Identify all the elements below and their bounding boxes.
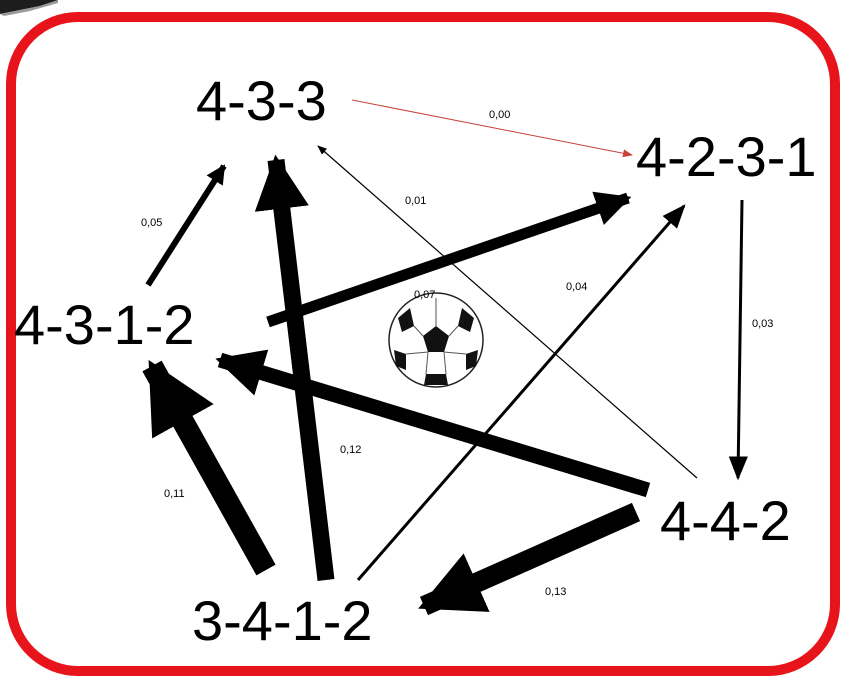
node-4-2-3-1: 4-2-3-1 <box>636 125 817 188</box>
node-3-4-1-2: 3-4-1-2 <box>192 589 373 652</box>
edge-label-433-4231: 0,00 <box>489 109 510 121</box>
edge-label-3412-4231: 0,04 <box>566 281 587 293</box>
edge-label-3412-4312: 0,11 <box>164 488 185 500</box>
edge-442-to-3412 <box>418 502 641 616</box>
edge-442-to-4312 <box>215 349 651 498</box>
edge-label-4312-4231: 0,07 <box>414 289 435 301</box>
edge-433-to-4231 <box>351 99 633 158</box>
edge-label-4231-442: 0,03 <box>752 318 773 330</box>
edge-442-to-433 <box>317 145 698 479</box>
node-4-4-2: 4-4-2 <box>660 489 791 552</box>
edge-3412-to-4231 <box>356 204 686 581</box>
edge-4231-to-442 <box>728 199 748 481</box>
edge-label-442-433: 0,01 <box>405 195 426 207</box>
soccer-ball-icon <box>388 292 484 388</box>
edge-4312-to-433 <box>145 164 227 287</box>
node-4-3-3: 4-3-3 <box>196 69 327 132</box>
edge-3412-to-4312 <box>142 359 276 576</box>
edge-label-3412-433: 0,12 <box>340 444 361 456</box>
edge-3412-to-433 <box>254 154 335 582</box>
edge-label-442-3412: 0,13 <box>545 586 566 598</box>
node-4-3-1-2: 4-3-1-2 <box>14 293 195 356</box>
corner-logo-fragment <box>0 0 58 16</box>
edge-label-4312-433: 0,05 <box>141 217 162 229</box>
edge-4312-to-4231 <box>266 191 632 328</box>
